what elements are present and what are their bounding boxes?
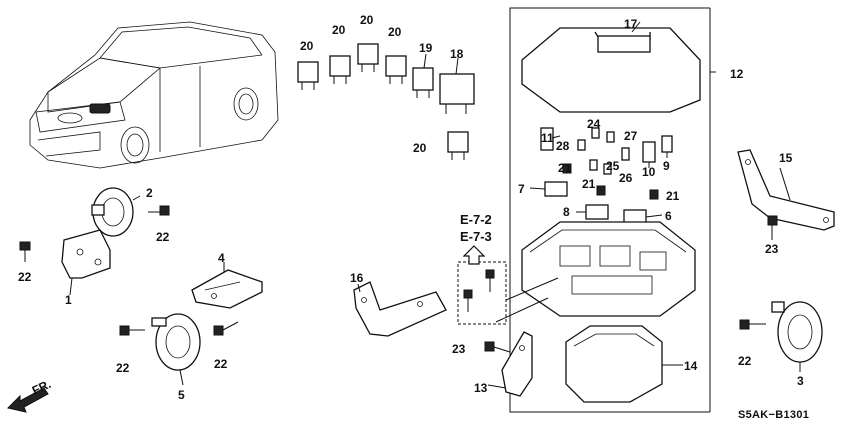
callout-22e: 22 <box>738 354 752 368</box>
bolt-22-horn3 <box>739 319 766 330</box>
relay-block-8 <box>585 204 609 220</box>
callout-16: 16 <box>350 271 364 285</box>
callout-7: 7 <box>518 182 525 196</box>
callout-20e: 20 <box>413 141 427 155</box>
callout-11: 11 <box>541 131 554 145</box>
callout-22c: 22 <box>116 361 130 375</box>
relay-20-e <box>447 131 469 160</box>
callout-9: 9 <box>663 159 670 173</box>
screw-21-a <box>562 163 572 174</box>
bolt-22-left <box>19 241 31 262</box>
callout-22b: 22 <box>18 270 32 284</box>
callout-28: 28 <box>556 139 570 153</box>
callout-22d: 22 <box>214 357 228 371</box>
callout-19: 19 <box>419 41 433 55</box>
fuse-9 <box>661 135 673 153</box>
horn-bracket-1 <box>61 229 111 279</box>
callout-3: 3 <box>797 374 804 388</box>
callout-12: 12 <box>730 67 744 81</box>
callout-10: 10 <box>642 165 656 179</box>
fuse-box-assembly-frame <box>509 7 710 413</box>
bolt-22-horn5-left <box>119 325 145 336</box>
ref-e-7-3: E-7-3 <box>460 229 492 244</box>
fuse-11 <box>540 127 554 151</box>
callout-21b: 21 <box>582 177 596 191</box>
horn-3 <box>771 301 823 363</box>
fuse-box-lower-cover-14 <box>565 325 663 403</box>
callout-2: 2 <box>146 186 153 200</box>
fuse-26 <box>621 147 630 161</box>
bolt-detail <box>463 269 495 312</box>
front-direction-arrow <box>7 387 49 413</box>
callout-20d: 20 <box>388 25 402 39</box>
relay-20-a <box>297 61 319 90</box>
bracket-16 <box>353 281 447 337</box>
callout-24: 24 <box>587 117 601 131</box>
fuse-box-body <box>521 221 696 317</box>
callout-22a: 22 <box>156 230 170 244</box>
callout-17: 17 <box>624 17 638 31</box>
relay-19 <box>412 67 434 98</box>
relay-18 <box>439 73 475 114</box>
fuse-28 <box>577 139 586 151</box>
fuse-24 <box>591 127 600 139</box>
callout-4: 4 <box>218 251 225 265</box>
front-label: FR. <box>30 377 53 398</box>
bracket-15 <box>737 149 835 231</box>
callout-25: 25 <box>606 159 620 173</box>
fuse-box-cover-17 <box>521 27 701 113</box>
screw-21-b <box>596 185 606 196</box>
leader-lines <box>69 21 801 389</box>
callout-21c: 21 <box>666 189 680 203</box>
car-illustration <box>29 21 279 169</box>
horn-5 <box>151 313 201 371</box>
callout-13: 13 <box>474 381 488 395</box>
bolt-23-lower <box>484 341 511 353</box>
bracket-13 <box>501 331 533 397</box>
ref-e-7-2: E-7-2 <box>460 212 492 227</box>
callout-6: 6 <box>665 209 672 223</box>
relay-20-d <box>385 55 407 84</box>
bolt-23-right <box>767 215 778 240</box>
bolt-22-horn5-right <box>213 321 239 336</box>
relay-20-c <box>357 43 379 72</box>
callout-20a: 20 <box>300 39 314 53</box>
bolt-22-horn2 <box>148 205 170 216</box>
callout-5: 5 <box>178 388 185 402</box>
callout-8: 8 <box>563 205 570 219</box>
screw-21-c <box>649 189 659 200</box>
fuse-27 <box>606 131 615 143</box>
fuse-25 <box>589 159 612 175</box>
diagram-code: S5AK−B1301 <box>738 409 809 421</box>
callout-23b: 23 <box>765 242 779 256</box>
callout-1: 1 <box>65 293 72 307</box>
callout-26: 26 <box>619 171 633 185</box>
callout-20c: 20 <box>360 13 374 27</box>
callout-18: 18 <box>450 47 464 61</box>
callout-20b: 20 <box>332 23 346 37</box>
callout-23a: 23 <box>452 342 466 356</box>
horn-2 <box>91 187 134 237</box>
ref-arrow-up <box>462 245 486 265</box>
bracket-4 <box>191 269 263 309</box>
callout-27: 27 <box>624 129 638 143</box>
callout-21a: 21 <box>558 161 572 175</box>
relay-block-7 <box>544 181 568 197</box>
fuse-10 <box>642 141 656 163</box>
callout-14: 14 <box>684 359 698 373</box>
relay-20-b <box>329 55 351 84</box>
callout-15: 15 <box>779 151 793 165</box>
